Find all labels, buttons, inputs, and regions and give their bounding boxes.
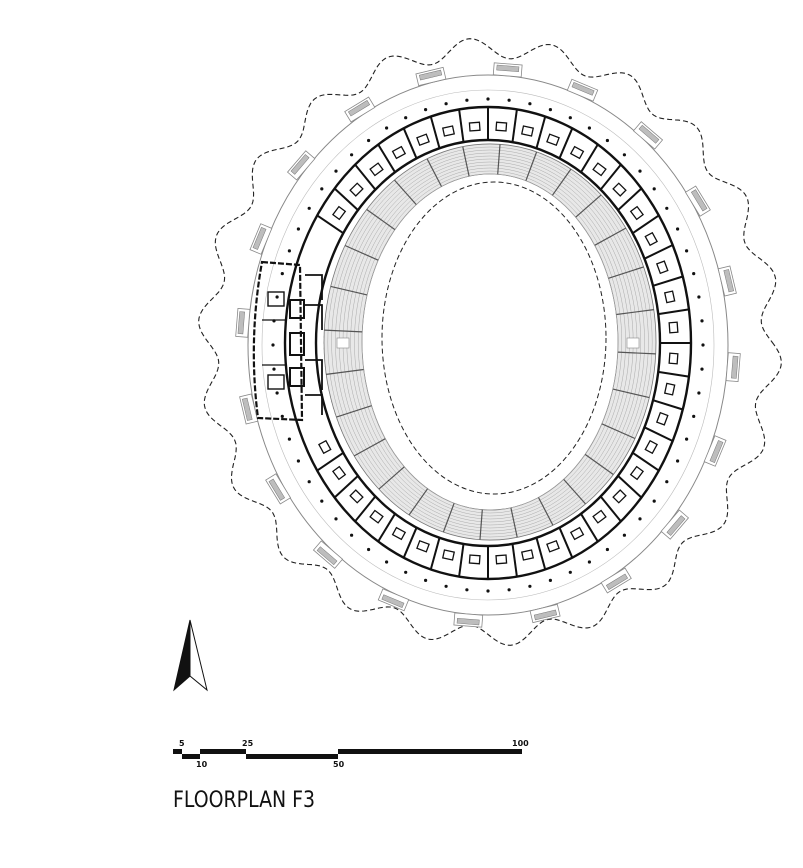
scale-label-50: 50 — [333, 760, 345, 769]
scale-label-25: 25 — [242, 739, 254, 748]
scale-label-5: 5 — [179, 739, 185, 748]
scale-label-10: 10 — [196, 760, 208, 769]
seating-bowl — [323, 143, 657, 541]
field — [381, 181, 607, 495]
north-arrow-icon — [173, 619, 208, 692]
facade-ring — [235, 62, 741, 628]
drawing-title: FLOORPLAN F3 — [173, 788, 316, 813]
scale-bar — [173, 749, 522, 759]
outer-canopy-outline — [198, 38, 782, 646]
west-block — [252, 260, 323, 422]
room-ring — [283, 105, 693, 581]
scale-label-100: 100 — [512, 739, 529, 748]
